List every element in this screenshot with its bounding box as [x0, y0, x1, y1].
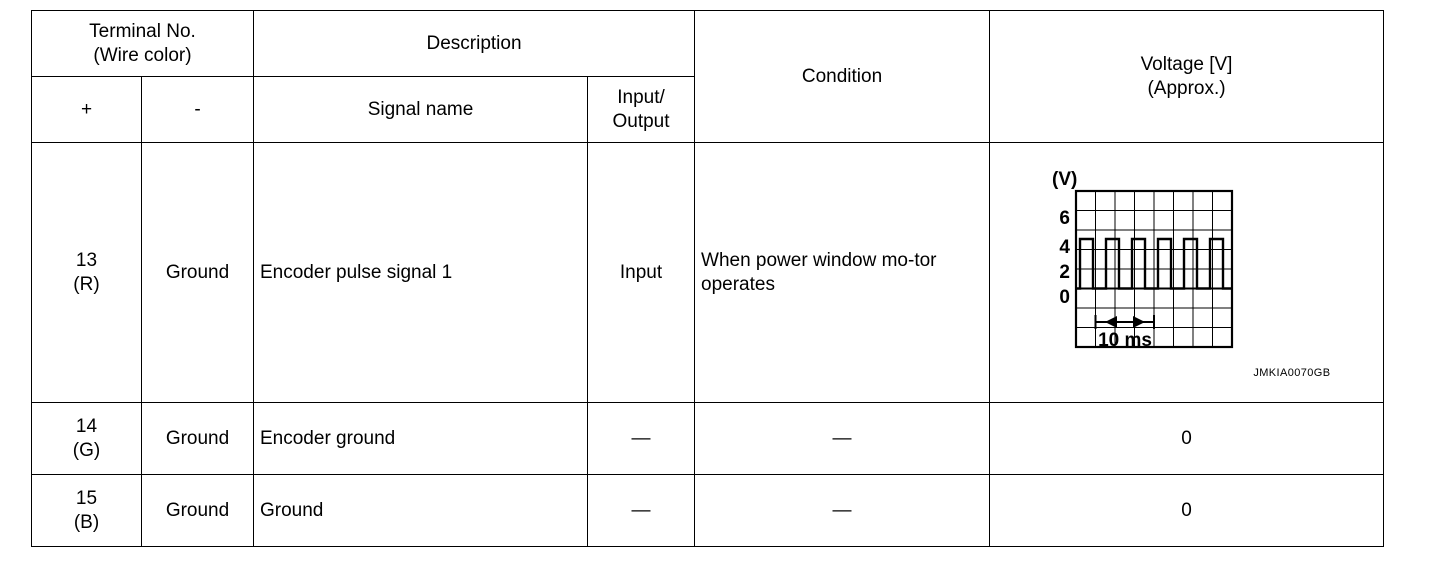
terminal-wire-color-value: (B) [73, 511, 100, 533]
cell-input-output: Input [586, 142, 696, 403]
waveform-time-label: 10 ms [1098, 330, 1152, 351]
header-terminal-no-line1: Terminal No. [89, 20, 196, 42]
terminal-wire-color-value: (G) [72, 439, 101, 461]
cell-condition: — [694, 474, 991, 547]
cell-minus-terminal: Ground [141, 474, 254, 547]
terminal-number-value: 15 [75, 487, 98, 509]
header-voltage-line1: Voltage [V] [1140, 53, 1233, 75]
terminal-specification-table: Terminal No. (Wire color) Description Co… [31, 10, 1385, 547]
waveform-unit-label: (V) [1052, 169, 1077, 190]
terminal-number-value: 13 [75, 249, 98, 271]
cell-terminal-number: 15 (B) [31, 474, 142, 547]
cell-signal-name: Ground [253, 474, 588, 547]
cell-input-output: — [586, 402, 696, 475]
cell-terminal-number: 13 (R) [31, 142, 142, 403]
cell-condition: When power window mo-tor operates [694, 142, 991, 403]
header-description: Description [252, 10, 696, 77]
terminal-number-value: 14 [75, 415, 98, 437]
table-header-row-primary: Terminal No. (Wire color) Description Co… [31, 10, 1385, 143]
header-plus-terminal: + [31, 76, 142, 143]
cell-input-output: — [586, 474, 696, 547]
cell-minus-terminal: Ground [141, 402, 254, 475]
waveform-ytick-0: 0 [1059, 287, 1070, 308]
cell-voltage: 0 [989, 474, 1385, 547]
terminal-wire-color-value: (R) [73, 273, 100, 295]
waveform-frame [1074, 189, 1233, 348]
figure-id-caption: JMKIA0070GB [1253, 366, 1331, 379]
cell-signal-name: Encoder pulse signal 1 [253, 142, 588, 403]
header-terminal-no-line2: (Wire color) [93, 44, 192, 66]
header-condition: Condition [694, 10, 991, 143]
header-voltage-line2: (Approx.) [1147, 77, 1226, 99]
header-voltage: Voltage [V] (Approx.) [989, 10, 1385, 143]
header-input-output: Input/ Output [586, 76, 696, 143]
cell-voltage-waveform: (V) 6 4 2 0 [989, 142, 1385, 403]
table-row: 13 (R) Ground Encoder pulse signal 1 Inp… [31, 142, 1385, 403]
oscilloscope-figure: (V) 6 4 2 0 [1037, 165, 1337, 381]
header-input-output-line2: Output [612, 110, 670, 132]
cell-signal-name: Encoder ground [253, 402, 588, 475]
waveform-ytick-2: 2 [1059, 262, 1070, 283]
header-terminal-no: Terminal No. (Wire color) [31, 10, 254, 77]
waveform-time-marker [1094, 314, 1155, 329]
table-row: 14 (G) Ground Encoder ground — — 0 [31, 402, 1385, 475]
header-signal-name: Signal name [253, 76, 588, 143]
cell-condition: — [694, 402, 991, 475]
cell-terminal-number: 14 (G) [31, 402, 142, 475]
waveform-svg: (V) 6 4 2 0 [1052, 169, 1233, 351]
table-row: 15 (B) Ground Ground — — 0 [31, 474, 1385, 547]
header-input-output-line1: Input/ [617, 86, 665, 108]
cell-voltage: 0 [989, 402, 1385, 475]
waveform-ytick-4: 4 [1059, 237, 1070, 258]
header-minus-terminal: - [141, 76, 254, 143]
waveform-ytick-6: 6 [1059, 208, 1070, 229]
cell-minus-terminal: Ground [141, 142, 254, 403]
waveform-plot: (V) 6 4 2 0 [1044, 169, 1330, 369]
waveform-pulse-trace [1075, 237, 1232, 290]
